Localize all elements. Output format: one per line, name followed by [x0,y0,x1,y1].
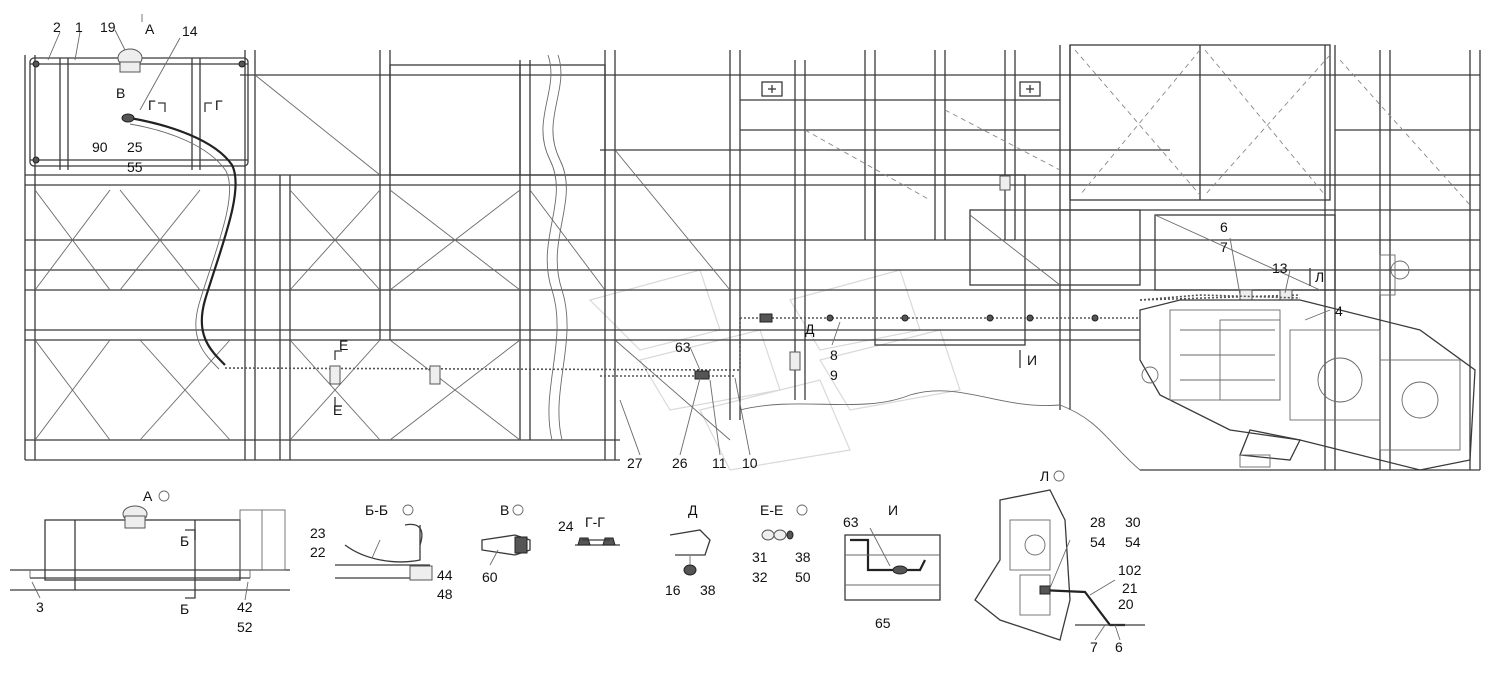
callout-g2: Г [215,97,223,113]
callout-view-gg-24: 24 [558,518,574,534]
section-markers [158,102,1311,407]
callout-view-i-63: 63 [843,514,859,530]
callout-27: 27 [627,455,643,471]
callout-view-a-b2: Б [180,601,189,617]
callout-view-bb-23: 23 [310,525,326,541]
callout-g1: Г [148,97,156,113]
callout-view-bb-44: 44 [437,567,453,583]
view-title-a: А [143,488,153,504]
callout-view-l-21: 21 [1122,580,1138,596]
callout-view-bb-22: 22 [310,544,326,560]
view-bb-section [335,523,433,581]
callout-25: 25 [127,139,143,155]
callout-55: 55 [127,159,143,175]
callout-view-l-102: 102 [1118,562,1142,578]
view-l-engine-detail [974,489,1145,641]
callout-view-i-65: 65 [875,615,891,631]
view-i-routing [844,527,941,601]
callout-view-l-20: 20 [1118,596,1134,612]
callout-view-a-b: Б [180,533,189,549]
view-title-ee: Е-Е [760,502,783,518]
callout-view-l-30: 30 [1125,514,1141,530]
callout-view-a-3: 3 [36,599,44,615]
callout-view-ee-50: 50 [795,569,811,585]
view-title-bb: Б-Б [365,502,388,518]
callout-6: 6 [1220,219,1228,235]
view-d-clamp [669,529,711,576]
callout-view-d-16: 16 [665,582,681,598]
callout-11: 11 [712,455,727,471]
engine-gearbox [1139,254,1476,471]
callout-view-ee-32: 32 [752,569,768,585]
callout-view-l-7: 7 [1090,639,1098,655]
callout-view-a-42: 42 [237,599,253,615]
callout-13: 13 [1272,260,1288,276]
callout-view-ee-31: 31 [752,549,768,565]
break-lines [542,54,1141,471]
callout-view-l-28: 28 [1090,514,1106,530]
callout-8: 8 [830,347,838,363]
view-a-tank-side [10,505,290,601]
plus-markers [761,81,1041,97]
callout-view-a-52: 52 [237,619,253,635]
callout-view-l-54b: 54 [1125,534,1141,550]
callout-19: 19 [100,19,116,35]
callout-d: Д [805,321,815,337]
view-title-gg: Г-Г [585,514,605,530]
callout-view-ee-38: 38 [795,549,811,565]
callout-14: 14 [182,23,198,39]
callout-a: А [145,21,155,37]
filler-cap [117,48,143,73]
callout-2: 2 [53,19,61,35]
view-title-v: В [500,502,509,518]
view-gg-section [575,537,620,546]
callout-4: 4 [1335,303,1343,319]
labels-view-titles: А Б-Б В Г-Г Д Е-Е И Л [143,468,1049,530]
callout-90: 90 [92,139,108,155]
view-title-i: И [888,502,898,518]
labels-main: 2 1 19 А 14 В Г Г 90 25 55 Е Е 63 Д 8 9 … [53,19,1343,471]
view-v-fitting [481,534,531,566]
labels-detail-views: Б Б 3 42 52 23 22 44 48 60 24 16 38 31 3… [36,514,1142,655]
callout-1: 1 [75,19,83,35]
view-title-l: Л [1040,468,1049,484]
callout-7: 7 [1220,239,1228,255]
fuel-lines [224,175,1301,385]
callout-e2: Е [333,402,342,418]
callout-view-bb-48: 48 [437,586,453,602]
callout-view-v-60: 60 [482,569,498,585]
callout-i: И [1027,352,1037,368]
callout-63: 63 [675,339,691,355]
leader-lines [47,14,1331,456]
callout-view-d-38: 38 [700,582,716,598]
callout-9: 9 [830,367,838,383]
view-ee-section [761,529,794,541]
view-title-d: Д [688,502,698,518]
callout-view-l-6: 6 [1115,639,1123,655]
view-marks [158,470,1065,516]
callout-26: 26 [672,455,688,471]
callout-l: Л [1315,269,1324,285]
callout-e1: Е [339,337,348,353]
chassis-frame [24,44,1481,471]
callout-10: 10 [742,455,758,471]
callout-v: В [116,85,125,101]
callout-view-l-54a: 54 [1090,534,1106,550]
fuel-hose [121,113,237,370]
